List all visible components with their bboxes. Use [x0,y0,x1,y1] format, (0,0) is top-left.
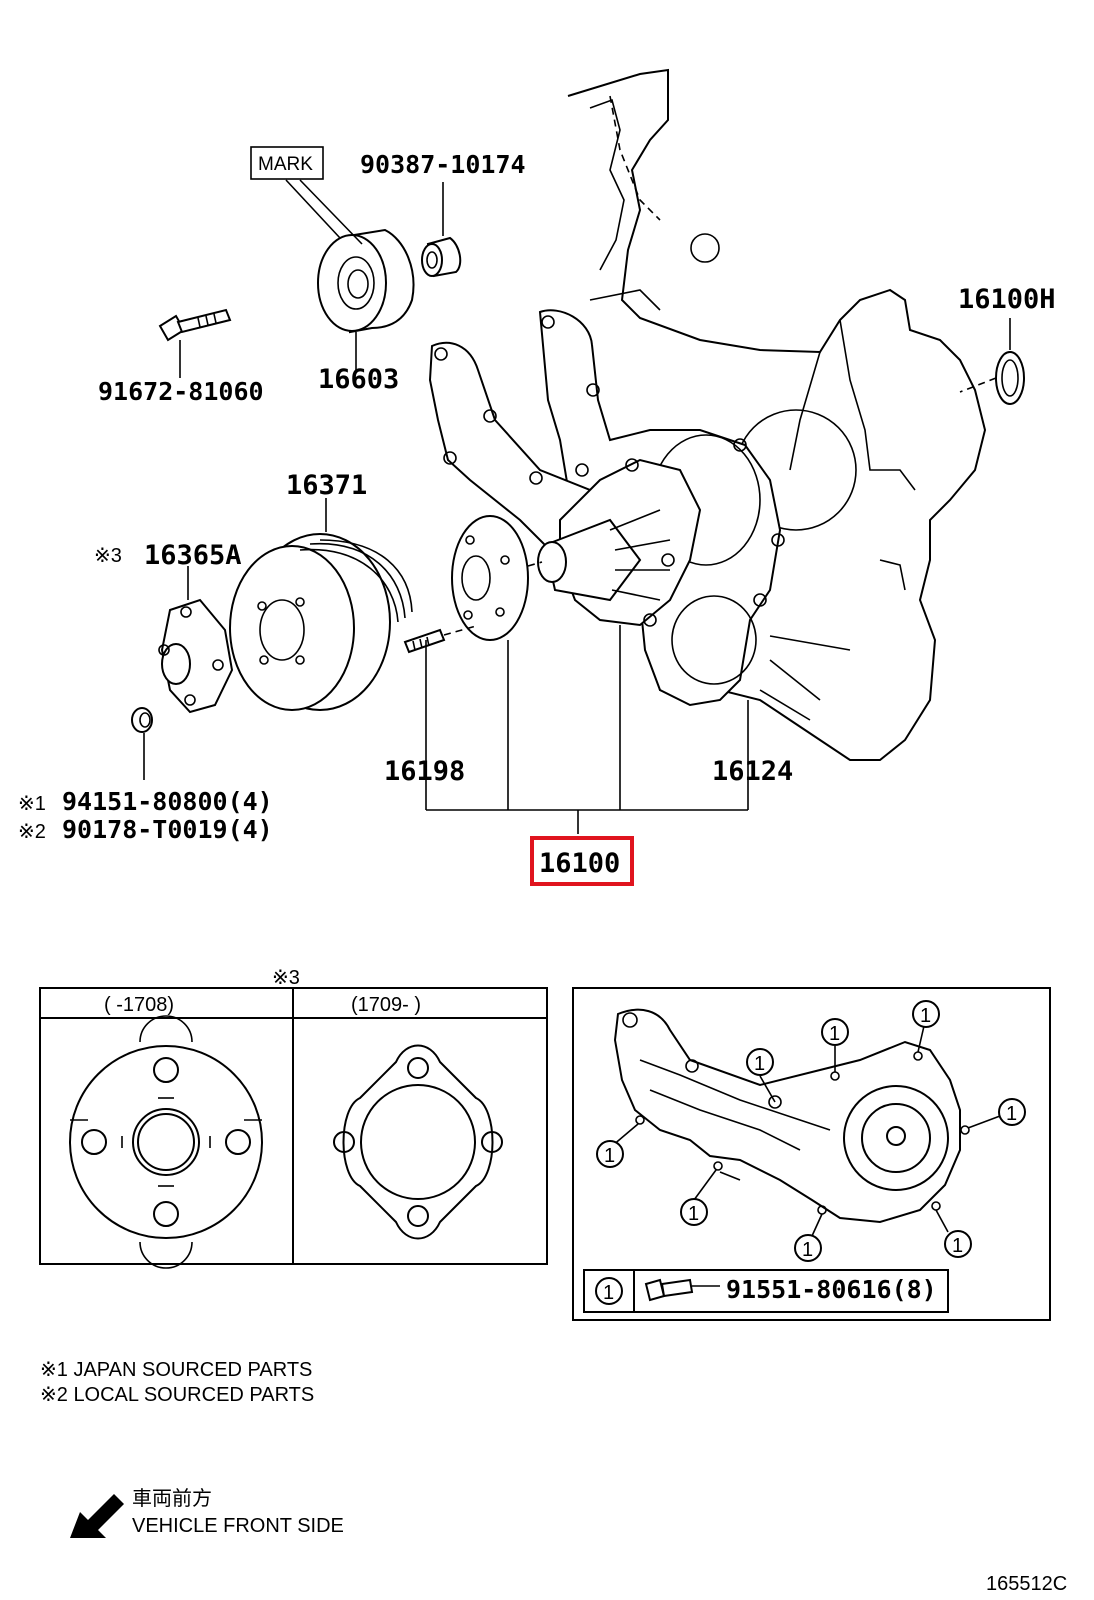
ref-mark-1: ※1 [18,793,46,815]
label-16371[interactable]: 16371 [286,470,367,501]
direction-label-jp: 車両前方 [132,1487,212,1510]
leader-lines [187,179,749,834]
bolt-callouts: 1 1 1 1 1 1 1 1 [596,1000,1026,1262]
label-16365a[interactable]: 16365A [144,540,242,571]
label-16124[interactable]: 16124 [712,756,793,787]
label-16100[interactable]: 16100 [539,848,620,879]
water-pump-body [537,458,702,627]
svg-text:1: 1 [688,1203,699,1225]
direction-label-en: VEHICLE FRONT SIDE [132,1515,344,1537]
svg-text:1: 1 [920,1005,931,1027]
diagram-code: 165512C [986,1573,1067,1595]
svg-text:1: 1 [1006,1103,1017,1125]
label-90387-10174[interactable]: 90387-10174 [360,150,526,179]
bolt-legend [583,1269,949,1313]
variant-col1-header: ( -1708) [104,994,174,1016]
bolt-callout-3: 1 [912,1000,940,1028]
note-japan-sourced: ※1 JAPAN SOURCED PARTS [40,1359,312,1381]
variant-table-ref: ※3 [272,967,300,989]
label-90178-t0019[interactable]: 90178-T0019(4) [62,815,273,844]
variant-table [39,987,548,1265]
label-16198[interactable]: 16198 [384,756,465,787]
label-91672-81060[interactable]: 91672-81060 [98,377,264,406]
bolt-callout-2: 1 [821,1018,849,1046]
label-mark: MARK [258,154,313,175]
highlight-box-16100 [530,836,634,886]
hub-variant-late [333,1044,503,1240]
bolt-callout-5: 1 [944,1230,972,1258]
bolt-callout-7: 1 [680,1198,708,1226]
label-91551-80616[interactable]: 91551-80616(8) [726,1275,937,1304]
ref-mark-3: ※3 [94,545,122,567]
bolt-91672 [158,308,232,378]
ref-mark-2: ※2 [18,821,46,843]
nut-94151 [131,707,153,780]
collar-90387 [421,182,462,278]
timing-cover-outline [567,68,987,761]
pulley-16371 [229,533,413,711]
vehicle-front-arrow-icon [70,1494,124,1538]
note-local-sourced: ※2 LOCAL SOURCED PARTS [40,1384,314,1406]
stud-bolt [403,625,477,654]
bolt-callout-6: 1 [794,1234,822,1262]
svg-text:1: 1 [754,1053,765,1075]
label-94151-80800[interactable]: 94151-80800(4) [62,787,273,816]
bolt-callout-4: 1 [998,1098,1026,1126]
bolt-callout-1: 1 [746,1048,774,1076]
bolt-legend-callout: 1 [603,1282,614,1304]
flange-16198 [451,515,543,641]
variant-col2-header: (1709- ) [351,994,421,1016]
svg-text:1: 1 [952,1235,963,1257]
hub-variant-early [69,1015,263,1269]
hub-16365a [158,598,234,714]
seal-16100h [959,318,1025,405]
mark-box [250,146,324,180]
label-16603[interactable]: 16603 [318,364,399,395]
idler-pulley-16603 [317,228,415,372]
svg-text:1: 1 [829,1023,840,1045]
svg-text:1: 1 [802,1239,813,1261]
bolt-location-panel [572,987,1051,1321]
gasket-water-inlet [428,341,622,561]
svg-text:1: 1 [604,1145,615,1167]
bolt-callout-8: 1 [596,1140,624,1168]
label-16100h[interactable]: 16100H [958,284,1056,315]
